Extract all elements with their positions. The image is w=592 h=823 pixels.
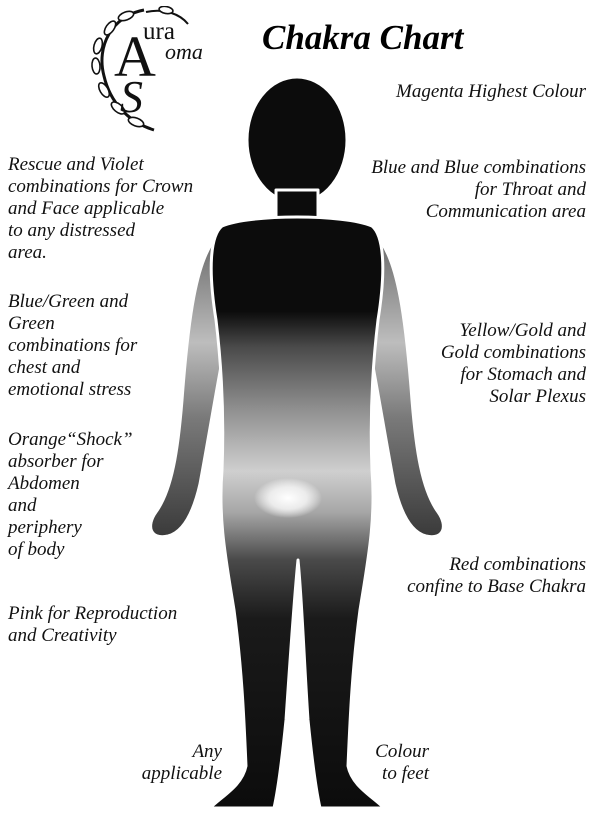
label-colour-to-feet: Colour to feet: [375, 741, 429, 785]
label-base-chakra: Red combinations confine to Base Chakra: [407, 554, 586, 598]
label-solar-plexus: Yellow/Gold and Gold combinations for St…: [441, 320, 586, 408]
label-reproduction: Pink for Reproduction and Creativity: [8, 603, 177, 647]
head-shape: [247, 77, 347, 203]
label-throat: Blue and Blue combinations for Throat an…: [371, 157, 586, 223]
label-magenta: Magenta Highest Colour: [396, 81, 586, 103]
label-any-applicable: Any applicable: [142, 741, 222, 785]
label-chest: Blue/Green and Green combinations for ch…: [8, 291, 137, 401]
label-crown: Rescue and Violet combinations for Crown…: [8, 154, 193, 264]
abdomen-glow-shape: [254, 478, 322, 518]
label-abdomen: Orange“Shock” absorber for Abdomen and p…: [8, 429, 133, 561]
